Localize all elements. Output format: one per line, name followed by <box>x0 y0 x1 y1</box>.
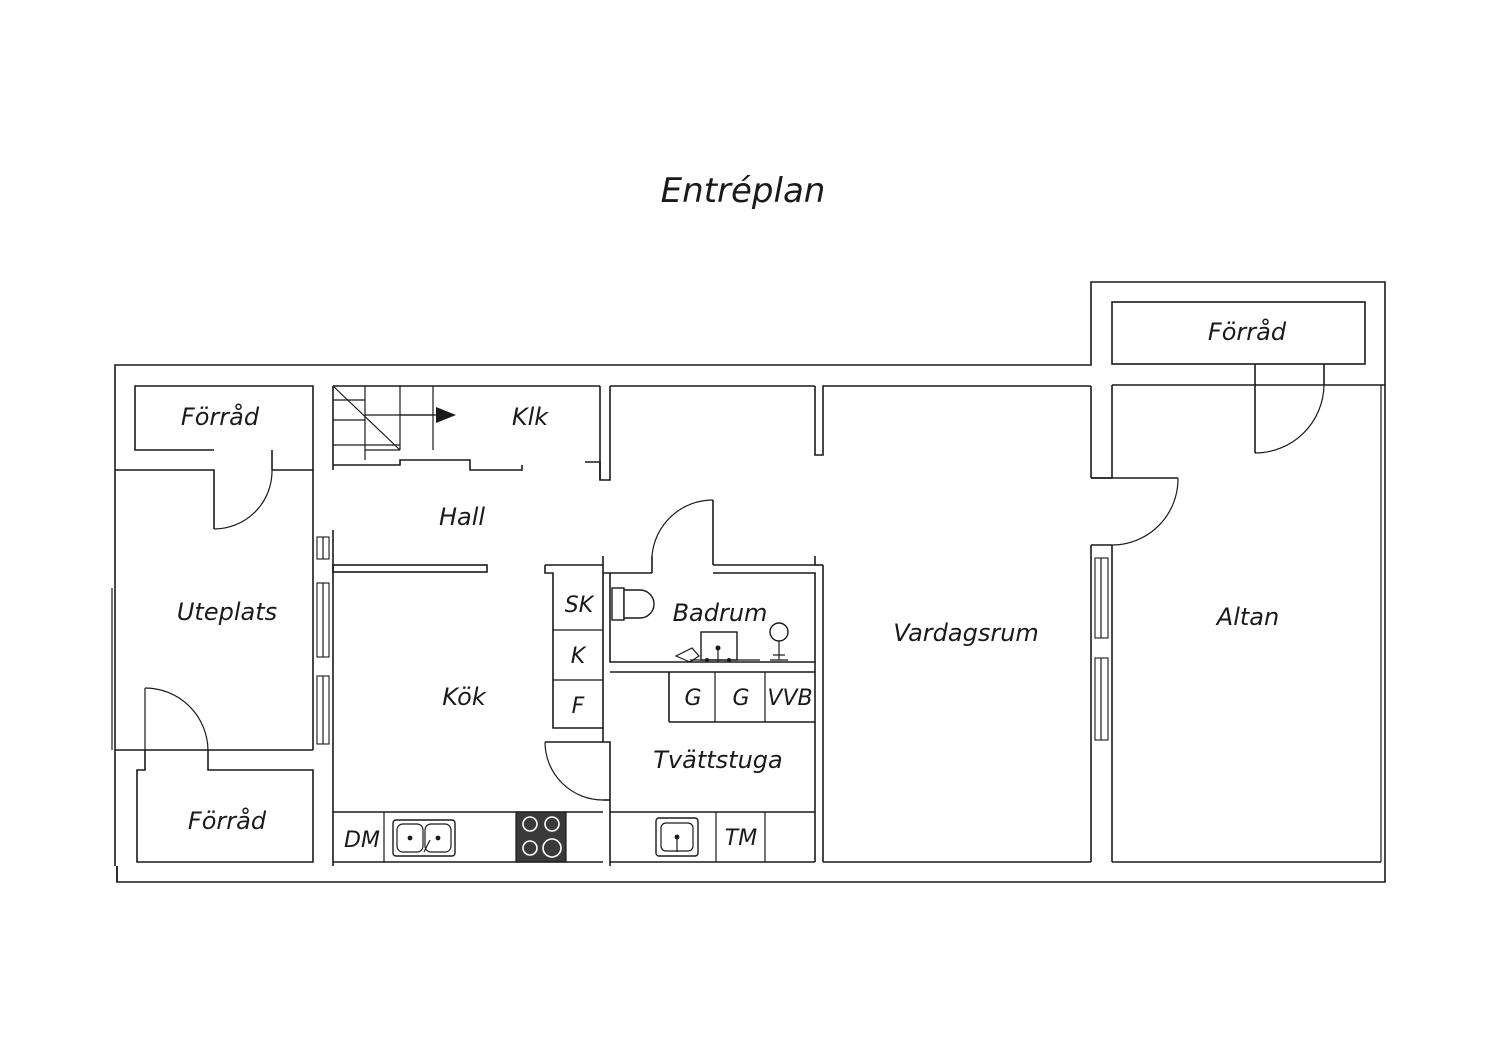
double-sink-icon <box>392 819 456 857</box>
washbasin-icon <box>674 631 760 663</box>
room-label-altan: Altan <box>1215 603 1279 631</box>
hall-kitchen-walls <box>312 470 488 866</box>
outer-walls <box>111 281 1386 883</box>
storage-top-left <box>115 385 314 530</box>
stove-icon <box>515 811 567 863</box>
shower-icon <box>769 622 789 661</box>
stair-arrow-icon <box>436 407 456 423</box>
fixture-label-f: F <box>572 694 585 719</box>
room-label-forrad-top-left: Förråd <box>181 402 260 431</box>
staircase <box>332 385 611 481</box>
room-label-hall: Hall <box>439 503 485 531</box>
fixture-label-sk: SK <box>565 593 595 618</box>
plan-title: Entréplan <box>661 171 826 211</box>
laundry <box>544 662 816 863</box>
room-label-kok: Kök <box>442 683 487 711</box>
fixture-label-vvb: VVB <box>767 686 812 711</box>
room-label-vardagsrum: Vardagsrum <box>893 619 1039 647</box>
living-room <box>610 385 1179 863</box>
fixture-label-dm: DM <box>344 828 380 853</box>
toilet-icon <box>611 587 655 621</box>
fixture-label-g2: G <box>732 686 749 711</box>
bathroom <box>602 499 823 663</box>
kitchen <box>333 564 611 866</box>
room-label-forrad-bottom-left: Förråd <box>188 806 267 835</box>
storage-bottom-left <box>115 687 314 863</box>
storage-top-right <box>1111 301 1385 454</box>
altan <box>1112 385 1382 863</box>
fixture-label-g1: G <box>684 686 701 711</box>
room-label-uteplats: Uteplats <box>177 598 277 626</box>
sink-icon <box>655 817 699 857</box>
room-label-badrum: Badrum <box>673 599 768 627</box>
room-label-tvattstuga: Tvättstuga <box>653 746 782 774</box>
fixture-label-tm: TM <box>725 826 757 851</box>
room-label-klk: Klk <box>512 403 549 431</box>
fixture-label-k: K <box>571 644 587 669</box>
room-label-forrad-top-right: Förråd <box>1208 317 1287 346</box>
